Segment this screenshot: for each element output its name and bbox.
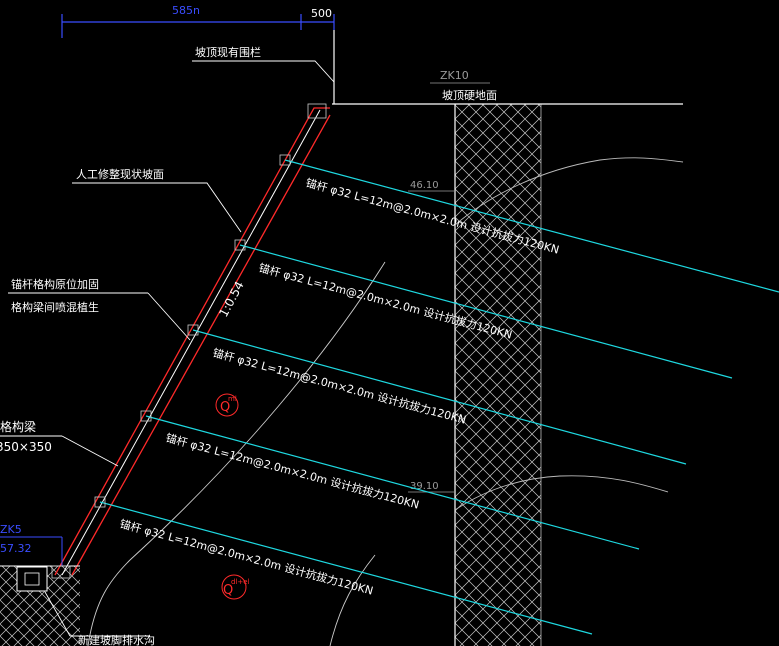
anchor-3-text: 锚杆 φ32 L=12m@2.0m×2.0m 设计抗拔力120KN xyxy=(211,345,468,426)
anchor-4-text: 锚杆 φ32 L=12m@2.0m×2.0m 设计抗拔力120KN xyxy=(164,430,421,511)
svg-text:锚杆格构原位加固: 锚杆格构原位加固 xyxy=(11,277,99,291)
elevation-upper: 46.10 xyxy=(410,180,439,191)
svg-text:Q: Q xyxy=(220,400,230,415)
svg-text:dl+el: dl+el xyxy=(231,578,250,586)
borehole-zk10-column xyxy=(455,104,541,646)
strata-marker-lower: Q dl+el xyxy=(221,574,250,600)
svg-text:格构梁间喷混植生: 格构梁间喷混植生 xyxy=(11,300,99,314)
top-ground-label: 坡顶硬地面 xyxy=(442,89,497,102)
slope-outline-inner xyxy=(71,114,331,576)
slip-arc-outer xyxy=(329,554,376,646)
callout-lattice-beam: 格构梁 350×350 xyxy=(0,419,119,467)
dimension-width-label: 585n xyxy=(172,4,200,17)
anchor-4: 锚杆 φ32 L=12m@2.0m×2.0m 设计抗拔力120KN xyxy=(140,410,640,550)
svg-text:Q: Q xyxy=(223,583,233,598)
toe-drain xyxy=(0,565,80,592)
callout-top-railing: 坡顶现有围栏 xyxy=(192,45,335,83)
top-cap xyxy=(307,103,327,119)
svg-text:坡顶现有围栏: 坡顶现有围栏 xyxy=(195,45,261,59)
strata-marker-upper: Q ml xyxy=(215,393,239,417)
callout-slope-surface: 人工修整现状坡面 xyxy=(72,167,242,233)
dimension-offset-label: 500 xyxy=(311,7,332,20)
elevation-lower: 39.10 xyxy=(410,481,439,492)
callout-reinforcement: 锚杆格构原位加固 格构梁间喷混植生 xyxy=(8,277,191,341)
strata-boundary-lower xyxy=(454,475,669,511)
svg-text:350×350: 350×350 xyxy=(0,440,52,454)
slope-ratio-label: 1:0.54 xyxy=(216,279,246,319)
svg-text:ZK5: ZK5 xyxy=(0,523,22,536)
borehole-zk10-label: ZK10 xyxy=(440,69,469,82)
top-dimension: 585n 500 xyxy=(61,4,335,38)
strata-boundary-upper xyxy=(454,157,684,226)
svg-text:ml: ml xyxy=(228,395,237,403)
slip-arc-inner xyxy=(87,261,386,646)
svg-text:新建坡脚排水沟: 新建坡脚排水沟 xyxy=(78,633,155,646)
svg-text:格构梁: 格构梁 xyxy=(0,419,36,434)
callout-drain: 新建坡脚排水沟 xyxy=(44,591,155,646)
borehole-zk5: ZK5 57.32 xyxy=(0,523,63,566)
svg-text:57.32: 57.32 xyxy=(0,542,32,555)
svg-text:人工修整现状坡面: 人工修整现状坡面 xyxy=(76,167,164,181)
